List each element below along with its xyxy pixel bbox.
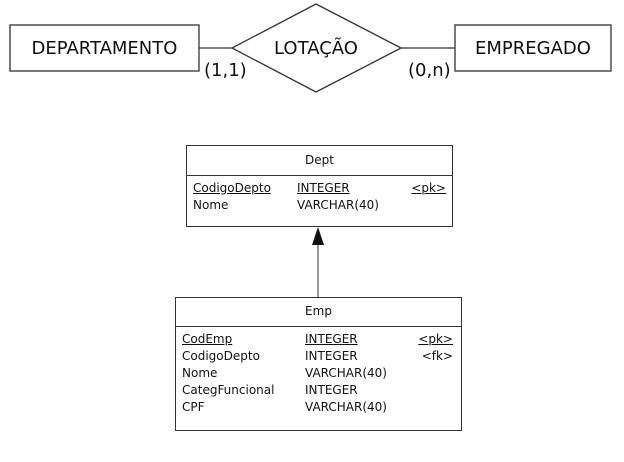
column-type: INTEGER xyxy=(305,332,358,346)
cardinality-left: (1,1) xyxy=(204,60,247,81)
column-type: VARCHAR(40) xyxy=(305,366,387,380)
entity-departamento-box xyxy=(9,24,200,72)
column-name: Nome xyxy=(193,198,229,212)
column-key: <pk> xyxy=(411,181,446,195)
table-dept: Dept CodigoDepto INTEGER <pk> Nome VARCHAR(4… xyxy=(186,145,453,227)
entity-empregado-box xyxy=(454,24,612,72)
table-emp-row: CPF VARCHAR(40) xyxy=(182,399,455,416)
table-dept-row: CodigoDepto INTEGER <pk> xyxy=(193,180,446,197)
cardinality-right: (0,n) xyxy=(408,60,451,81)
table-dept-columns: CodigoDepto INTEGER <pk> Nome VARCHAR(40) xyxy=(187,176,452,214)
column-name: Nome xyxy=(182,366,218,380)
entity-departamento-label: DEPARTAMENTO xyxy=(32,38,178,59)
column-name: CodigoDepto xyxy=(182,349,260,363)
column-name: CategFuncional xyxy=(182,383,275,397)
column-type: INTEGER xyxy=(305,383,358,397)
column-name: CodigoDepto xyxy=(193,181,271,195)
column-type: VARCHAR(40) xyxy=(305,400,387,414)
column-type: INTEGER xyxy=(297,181,350,195)
relationship-lotacao-label: LOTAÇÃO xyxy=(274,37,358,59)
column-name: CodEmp xyxy=(182,332,233,346)
entity-empregado-label: EMPREGADO xyxy=(475,38,591,59)
column-type: VARCHAR(40) xyxy=(297,198,379,212)
column-key: <fk> xyxy=(421,349,453,363)
column-name: CPF xyxy=(182,400,205,414)
table-emp-name: Emp xyxy=(176,298,461,327)
table-emp-row: Nome VARCHAR(40) xyxy=(182,365,455,382)
reference-arrowhead xyxy=(312,227,324,245)
table-emp-row: CodigoDepto INTEGER <fk> xyxy=(182,348,455,365)
relationship-lotacao-diamond xyxy=(230,3,403,93)
table-dept-row: Nome VARCHAR(40) xyxy=(193,197,446,214)
column-type: INTEGER xyxy=(305,349,358,363)
column-key: <pk> xyxy=(418,332,453,346)
table-emp-row: CodEmp INTEGER <pk> xyxy=(182,331,455,348)
table-dept-name: Dept xyxy=(187,146,452,176)
table-emp-row: CategFuncional INTEGER xyxy=(182,382,455,399)
